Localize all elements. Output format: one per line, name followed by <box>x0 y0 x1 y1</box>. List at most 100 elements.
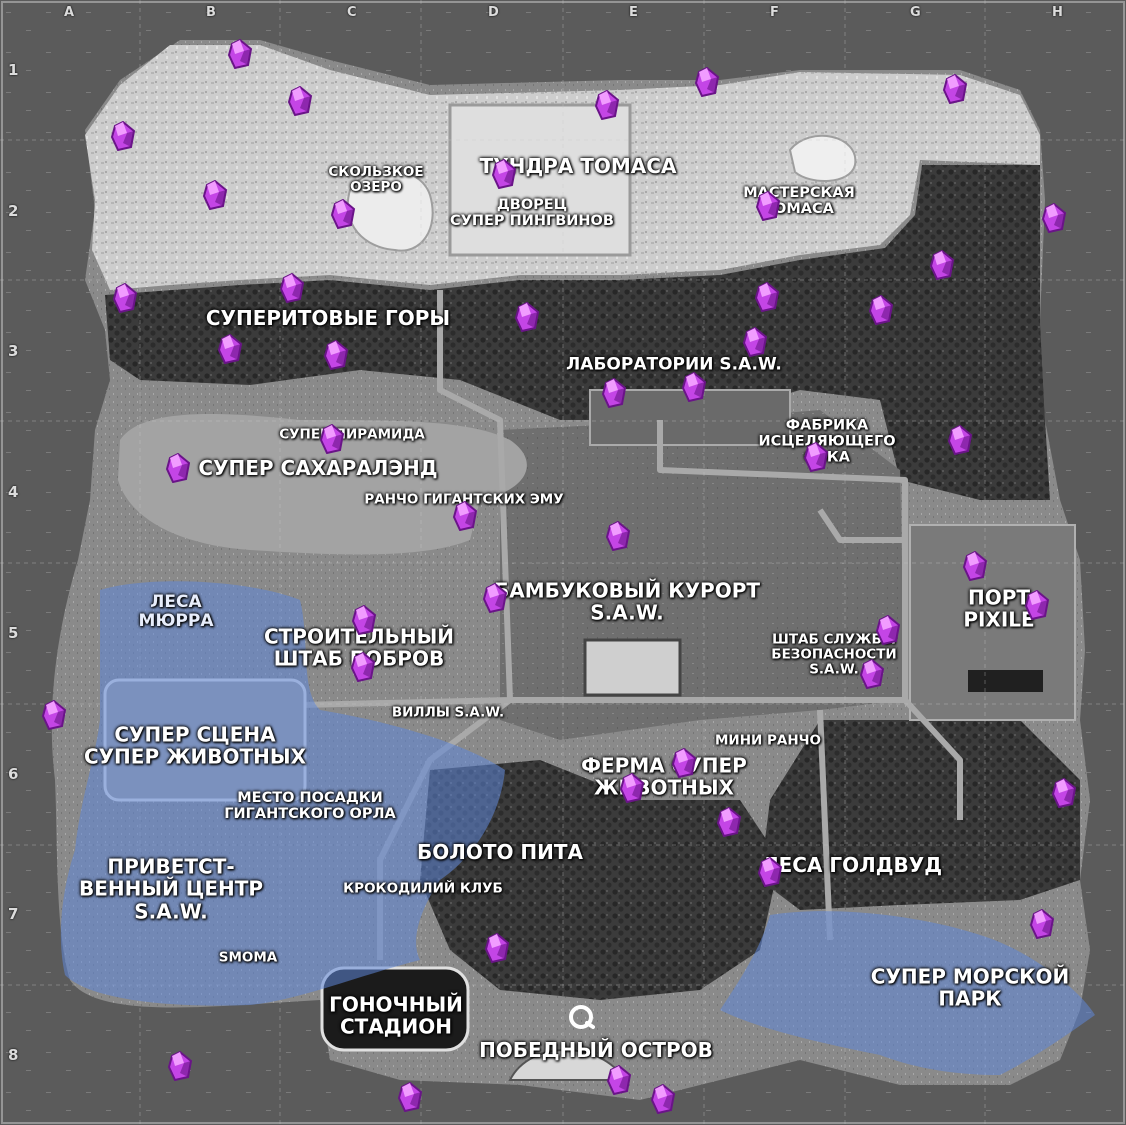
purple-crystal-icon <box>594 90 620 120</box>
location-label-pete-swamp: БОЛОТО ПИТА <box>416 839 584 864</box>
purple-crystal-icon <box>929 250 955 280</box>
purple-crystal-icon <box>875 615 901 645</box>
purple-crystal-icon <box>681 372 707 402</box>
slippery-lake-shape <box>346 168 434 252</box>
row-label-1: 1 <box>8 61 19 79</box>
purple-crystal-icon <box>605 521 631 551</box>
purple-crystal-icon <box>452 501 478 531</box>
location-label-eagle-landing: МЕСТО ПОСАДКИ ГИГАНТСКОГО ОРЛА <box>224 789 396 822</box>
bamboo-resort-building <box>583 638 682 697</box>
purple-crystal-icon <box>397 1082 423 1112</box>
column-label-c: C <box>347 5 357 20</box>
purple-crystal-icon <box>110 121 136 151</box>
east-forest <box>760 720 1080 910</box>
blue-zone-southeast <box>720 911 1095 1075</box>
purple-crystal-icon <box>694 67 720 97</box>
location-label-welcome-center: ПРИВЕТСТ- ВЕННЫЙ ЦЕНТР S.A.W. <box>78 854 264 924</box>
location-label-saw-labs: ЛАБОРАТОРИИ S.A.W. <box>566 354 782 375</box>
location-label-murra-forest: ЛЕСА МЮРРА <box>138 591 214 631</box>
purple-crystal-icon <box>484 933 510 963</box>
purple-crystal-icon <box>1029 909 1055 939</box>
column-label-d: D <box>488 5 499 20</box>
row-label-2: 2 <box>8 202 19 220</box>
column-label-b: B <box>206 5 216 20</box>
purple-crystal-icon <box>962 551 988 581</box>
purple-crystal-icon <box>803 442 829 472</box>
row-label-7: 7 <box>8 905 19 923</box>
location-label-slippery-lake: СКОЛЬЗКОЕ ОЗЕРО <box>328 163 424 195</box>
blue-zone-west <box>60 581 506 1006</box>
purple-crystal-icon <box>601 378 627 408</box>
purple-crystal-icon <box>287 86 313 116</box>
purple-crystal-icon <box>757 857 783 887</box>
purple-crystal-icon <box>1041 203 1067 233</box>
purple-crystal-icon <box>227 39 253 69</box>
location-label-saw-villas: ВИЛЛЫ S.A.W. <box>391 704 505 721</box>
location-label-super-pyramid: СУПЕР ПИРАМИДА <box>279 426 425 443</box>
location-label-goldwood-forest: ЛЕСА ГОЛДВУД <box>761 852 943 877</box>
swamp-forest <box>420 760 780 1000</box>
purple-crystal-icon <box>167 1051 193 1081</box>
purple-crystal-icon <box>323 340 349 370</box>
purple-crystal-icon <box>482 583 508 613</box>
location-label-mini-ranch: МИНИ РАНЧО <box>714 732 822 749</box>
location-label-penguin-palace: ДВОРЕЦ СУПЕР ПИНГВИНОВ <box>450 196 614 229</box>
palace-courtyard <box>448 103 632 257</box>
purple-crystal-icon <box>319 424 345 454</box>
location-label-port-pixile: ПОРТ PIXILE <box>963 585 1035 632</box>
location-label-super-animal-farm: ФЕРМА СУПЕР ЖИВОТНЫХ <box>581 753 747 800</box>
purple-crystal-icon <box>112 283 138 313</box>
location-label-super-sea-park: СУПЕР МОРСКОЙ ПАРК <box>870 964 1070 1011</box>
purple-crystal-icon <box>671 748 697 778</box>
purple-crystal-icon <box>868 295 894 325</box>
location-label-superite-mountains: СУПЕРИТОВЫЕ ГОРЫ <box>205 305 451 330</box>
purple-crystal-icon <box>165 453 191 483</box>
row-label-6: 6 <box>8 765 19 783</box>
row-label-5: 5 <box>8 624 19 642</box>
purple-crystal-icon <box>491 159 517 189</box>
location-label-smoma: SMOMA <box>218 949 278 966</box>
column-label-g: G <box>910 5 921 20</box>
purple-crystal-icon <box>619 773 645 803</box>
purple-crystal-icon <box>279 273 305 303</box>
purple-crystal-icon <box>351 605 377 635</box>
purple-crystal-icon <box>606 1065 632 1095</box>
location-label-victory-island: ПОБЕДНЫЙ ОСТРОВ <box>479 1037 713 1062</box>
sugarland-area <box>118 414 527 555</box>
purple-crystal-icon <box>202 180 228 210</box>
location-label-croc-club: КРОКОДИЛИЙ КЛУБ <box>343 880 503 897</box>
column-label-f: F <box>770 5 779 20</box>
ring-location-marker-icon <box>569 1005 595 1029</box>
purple-crystal-icon <box>350 652 376 682</box>
location-label-race-stadium: ГОНОЧНЫЙ СТАДИОН <box>329 992 463 1039</box>
purple-crystal-icon <box>217 334 243 364</box>
forest-region <box>105 165 1050 500</box>
purple-crystal-icon <box>330 199 356 229</box>
purple-crystal-icon <box>742 327 768 357</box>
location-label-bamboo-resort: БАМБУКОВЫЙ КУРОРТ S.A.W. <box>493 578 761 625</box>
location-label-super-sugarland: СУПЕР САХАРАЛЭНД <box>198 455 438 480</box>
column-label-a: A <box>64 5 75 20</box>
location-label-emu-ranch: РАНЧО ГИГАНТСКИХ ЭМУ <box>364 491 564 508</box>
purple-crystal-icon <box>754 282 780 312</box>
location-label-security-hq: ШТАБ СЛУЖБЫ БЕЗОПАСНОСТИ S.A.W. <box>771 631 897 678</box>
column-label-h: H <box>1052 5 1063 20</box>
workshop-pond <box>788 134 857 183</box>
purple-crystal-icon <box>1024 590 1050 620</box>
column-label-e: E <box>629 5 638 20</box>
row-label-4: 4 <box>8 483 19 501</box>
purple-crystal-icon <box>859 659 885 689</box>
purple-crystal-icon <box>1051 778 1077 808</box>
purple-crystal-icon <box>650 1084 676 1114</box>
race-track <box>320 966 470 1052</box>
purple-crystal-icon <box>942 74 968 104</box>
purple-crystal-icon <box>41 700 67 730</box>
purple-crystal-icon <box>716 807 742 837</box>
purple-crystal-icon <box>514 302 540 332</box>
row-label-8: 8 <box>8 1046 19 1064</box>
port-dock <box>968 670 1043 692</box>
purple-crystal-icon <box>947 425 973 455</box>
row-label-3: 3 <box>8 342 19 360</box>
